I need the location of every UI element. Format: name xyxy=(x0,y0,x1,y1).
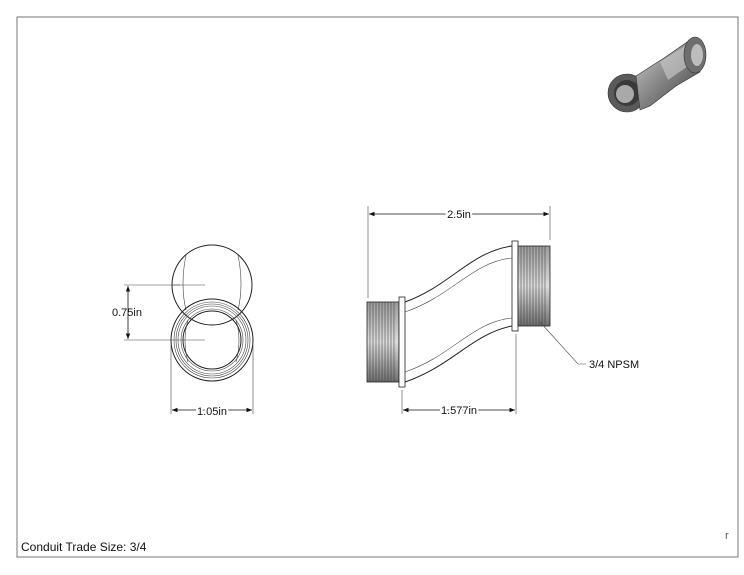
thread-callout-label: 3/4 NPSM xyxy=(589,359,639,371)
end-view xyxy=(124,244,254,414)
overall-length-label: 2.5in xyxy=(447,209,471,221)
isometric-thumbnail xyxy=(607,36,707,113)
body-length-label: 1.577in xyxy=(441,405,477,417)
trade-size-note: Conduit Trade Size: 3/4 xyxy=(21,540,147,554)
side-view xyxy=(366,206,586,414)
outer-diameter-label: 1.05in xyxy=(197,406,227,418)
sheet-border xyxy=(16,16,739,558)
edge-mark: r xyxy=(725,530,729,542)
offset-dimension-label: 0.75in xyxy=(112,307,142,319)
